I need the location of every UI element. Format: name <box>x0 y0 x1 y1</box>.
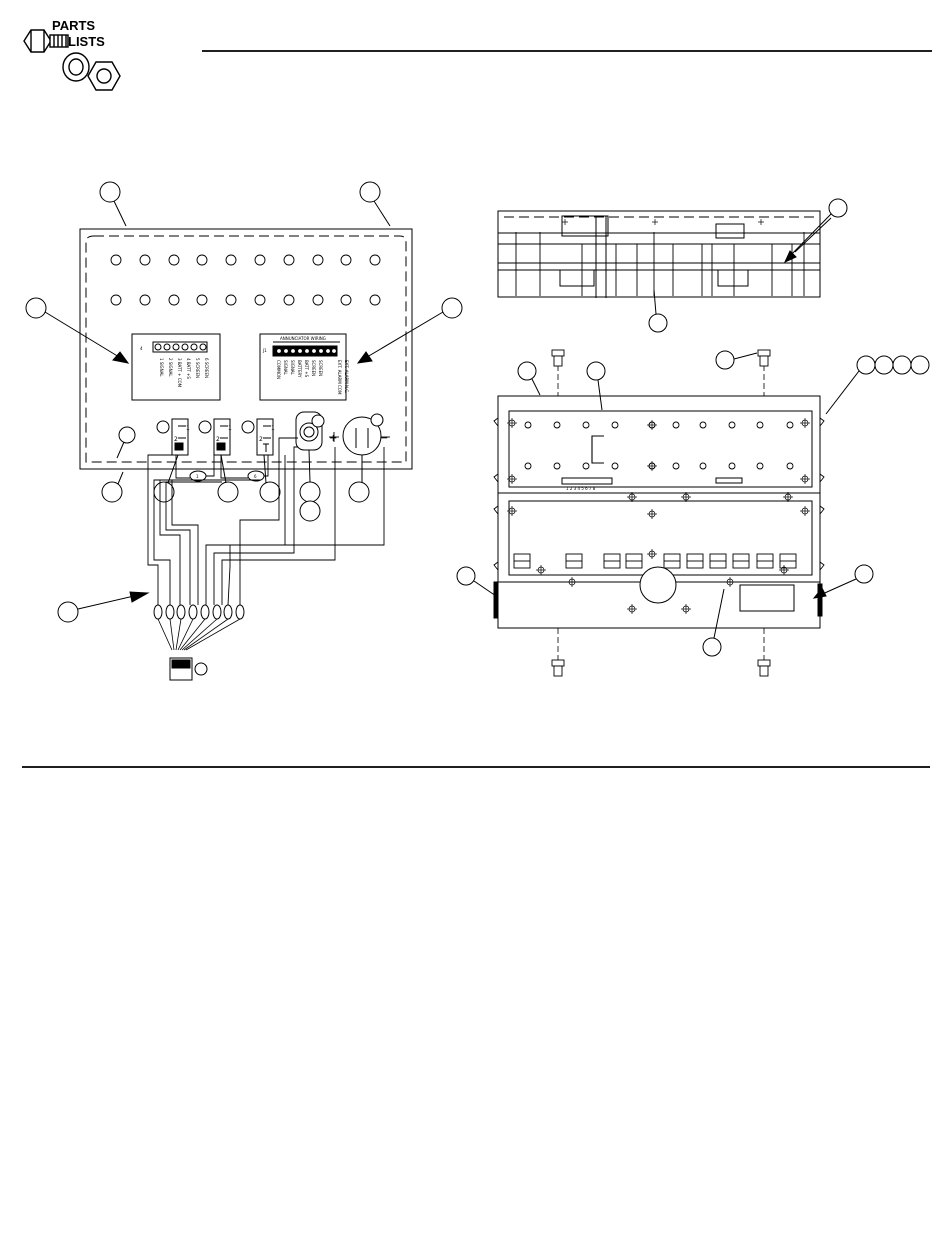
left-panel-label: 5 SCREEN <box>195 358 200 378</box>
panel-front-drawing <box>26 182 462 680</box>
callout-bubble <box>260 482 280 502</box>
callout-bubble <box>457 567 475 585</box>
callout-bubble <box>300 501 320 521</box>
callout-bubble <box>442 298 462 318</box>
left-panel-label: 1 SIGNAL <box>159 358 164 377</box>
callout-bubble <box>102 482 122 502</box>
callout-bubble <box>829 199 847 217</box>
callout-harness <box>58 592 148 622</box>
right-panel-label: SCREEN <box>318 360 323 376</box>
switch-label: 2 <box>216 436 220 443</box>
switch-label: 1 <box>186 425 190 432</box>
enclosure-front-view <box>457 350 929 676</box>
logo-text-parts: PARTS <box>52 18 95 33</box>
callout-bubble <box>300 482 320 502</box>
meter-minus-sign: − <box>380 433 388 444</box>
callout-bubble <box>587 362 605 380</box>
pilot-light <box>296 412 324 450</box>
switch-label: 1 <box>271 425 275 432</box>
right-panel-label: SIGNAL <box>290 360 295 376</box>
callout-bubble <box>893 356 911 374</box>
callout-bubble <box>119 427 135 443</box>
callout-bubble <box>857 356 875 374</box>
right-panel-label: BATT +S <box>304 360 309 378</box>
logo-text-lists: LISTS <box>68 34 105 49</box>
terminal-panel-right <box>260 334 346 400</box>
enclosure-side-view <box>498 199 847 332</box>
callout-bubble <box>360 182 380 202</box>
right-panel-label: SCREEN <box>311 360 316 376</box>
callout-bubble <box>716 351 734 369</box>
switch-label: 1 <box>228 425 232 432</box>
terminal-strip-label: 1 2 3 4 5 6 7 8 <box>566 486 596 491</box>
callout-bubble <box>649 314 667 332</box>
right-panel-label: EXT. ALARM N.C. <box>344 360 349 393</box>
callout-bubble <box>100 182 120 202</box>
harness-terminals <box>154 605 244 619</box>
right-panel-label: SIGNAL <box>283 360 288 376</box>
harness-plug <box>170 658 207 680</box>
bolt-icon <box>24 30 68 52</box>
right-panel-label: COMMON <box>276 360 281 379</box>
right-panel-label: BATTERY <box>297 360 302 378</box>
large-knockout <box>640 567 676 603</box>
left-panel-label: 6 SCREEN <box>204 358 209 378</box>
parts-lists-logo: PARTS LISTS <box>24 18 120 90</box>
switch-label: 2 <box>174 436 178 443</box>
right-panel-title: ANNUNCIATOR WIRING <box>280 336 326 341</box>
callout-bubble <box>875 356 893 374</box>
callout-bubble <box>218 482 238 502</box>
callout-bubble <box>154 482 174 502</box>
callout-bubble <box>26 298 46 318</box>
callout-bubble <box>911 356 929 374</box>
switch-label: 2 <box>259 436 263 443</box>
inline-connector <box>190 471 264 481</box>
left-panel-label: 4 BATT +S <box>186 358 191 379</box>
callout-bubble <box>349 482 369 502</box>
meter-plus-sign: + <box>329 433 337 444</box>
callout-bubble <box>518 362 536 380</box>
left-panel-label: 3 BATT + COM <box>177 358 182 388</box>
callout-bubble <box>703 638 721 656</box>
hex-nut-icon <box>88 62 120 90</box>
callout-bubble <box>855 565 873 583</box>
washer-icon <box>63 53 89 81</box>
callout-bubble <box>58 602 78 622</box>
harness-leads <box>158 619 240 650</box>
left-panel-label: 2 SIGNAL <box>168 358 173 377</box>
right-panel-header-mark: J1 <box>262 348 267 353</box>
right-panel-label: EXT. ALARM COM <box>337 360 342 395</box>
